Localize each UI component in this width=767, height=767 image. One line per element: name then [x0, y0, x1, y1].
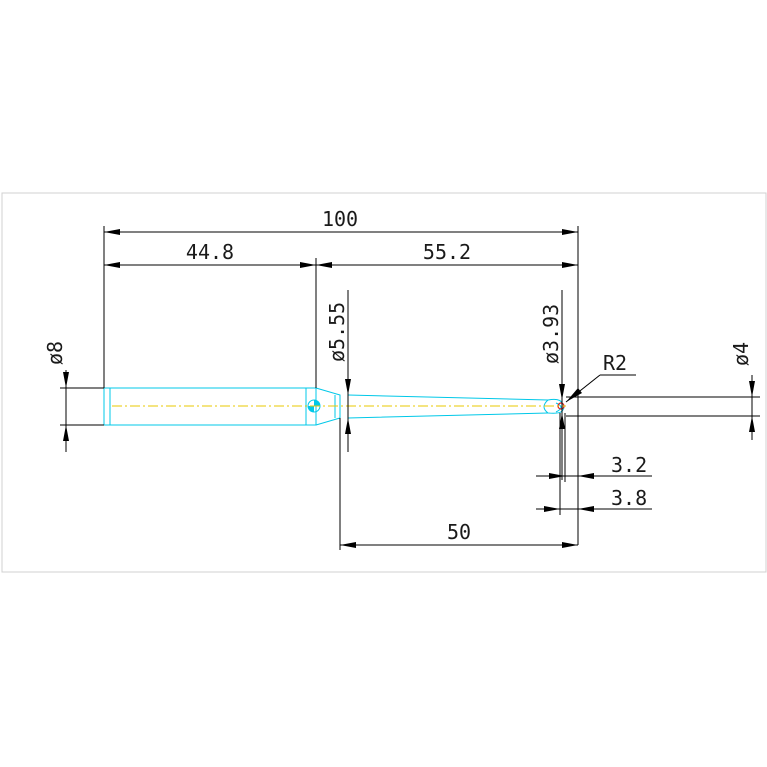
tip-diameter-label: ø3.93 — [539, 304, 563, 364]
dimension-shank-diameter: ø8 — [43, 341, 104, 452]
neck-transition — [315, 387, 341, 426]
tip-radius-label: R2 — [603, 351, 627, 375]
dimension-taper-length: 50 — [339, 418, 578, 550]
dimension-neck-diameter: ø5.55 — [325, 290, 351, 452]
tip-length-label: 55.2 — [423, 240, 471, 264]
ball-offset-2-label: 3.8 — [611, 486, 647, 510]
dimension-ball-offset-1: 3.2 — [536, 413, 652, 482]
ball-offset-1-label: 3.2 — [611, 453, 647, 477]
ball-tip-inner — [555, 402, 562, 413]
shank-diameter-label: ø8 — [43, 341, 67, 365]
drawing-frame — [1, 192, 767, 573]
dimension-end-diameter: ø4 — [566, 342, 760, 440]
neck-ball-fill — [314, 400, 320, 406]
dimension-tip-length: 55.2 — [316, 240, 578, 268]
dimension-ball-offset-2: 3.8 — [536, 413, 652, 515]
overall-length-label: 100 — [322, 207, 358, 231]
taper-length-label: 50 — [447, 520, 471, 544]
dimension-overall-length: 100 — [103, 207, 579, 545]
dimension-shank-length: 44.8 — [104, 240, 317, 388]
neck-diameter-label: ø5.55 — [325, 302, 349, 362]
neck-ball-fill-b — [308, 406, 314, 412]
end-diameter-label: ø4 — [729, 342, 753, 366]
dimension-tip-diameter: ø3.93 — [539, 290, 565, 480]
shank-length-label: 44.8 — [186, 240, 234, 264]
taper-body — [347, 394, 549, 419]
